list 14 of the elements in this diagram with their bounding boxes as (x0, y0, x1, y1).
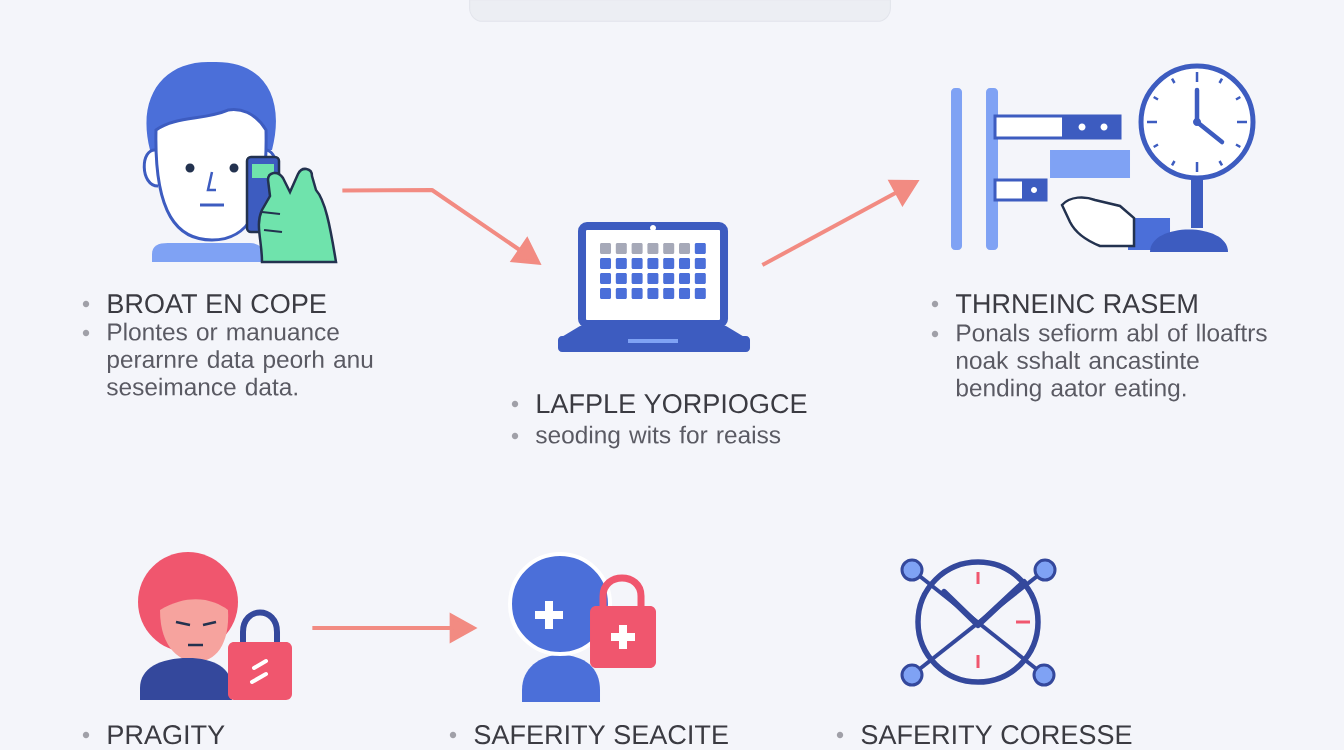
heading: SAFERITY CORESSE (861, 725, 1132, 745)
description: Ponals sefiorm abl of lloaftrs noak sshalt ancastinte bending aator eating. (956, 323, 1267, 402)
heading: PRAGITY (108, 725, 225, 745)
heading: THRNEINC RASEM (955, 294, 1197, 314)
description: Plontes or manuance perarnre data peorh anu seseimance data. (107, 322, 373, 396)
heading: BROAT EN COPE (108, 294, 326, 314)
heading: SAFERITY SEACITE (474, 725, 728, 745)
description: seoding wits for reaiss (536, 425, 781, 449)
person-with-lock (508, 552, 656, 702)
person-with-lock (138, 552, 292, 700)
server-with-clock (951, 63, 1256, 252)
heading: LAFPLE YORPIOGCE (537, 394, 807, 414)
laptop (558, 222, 750, 352)
person-with-phone (142, 62, 338, 264)
